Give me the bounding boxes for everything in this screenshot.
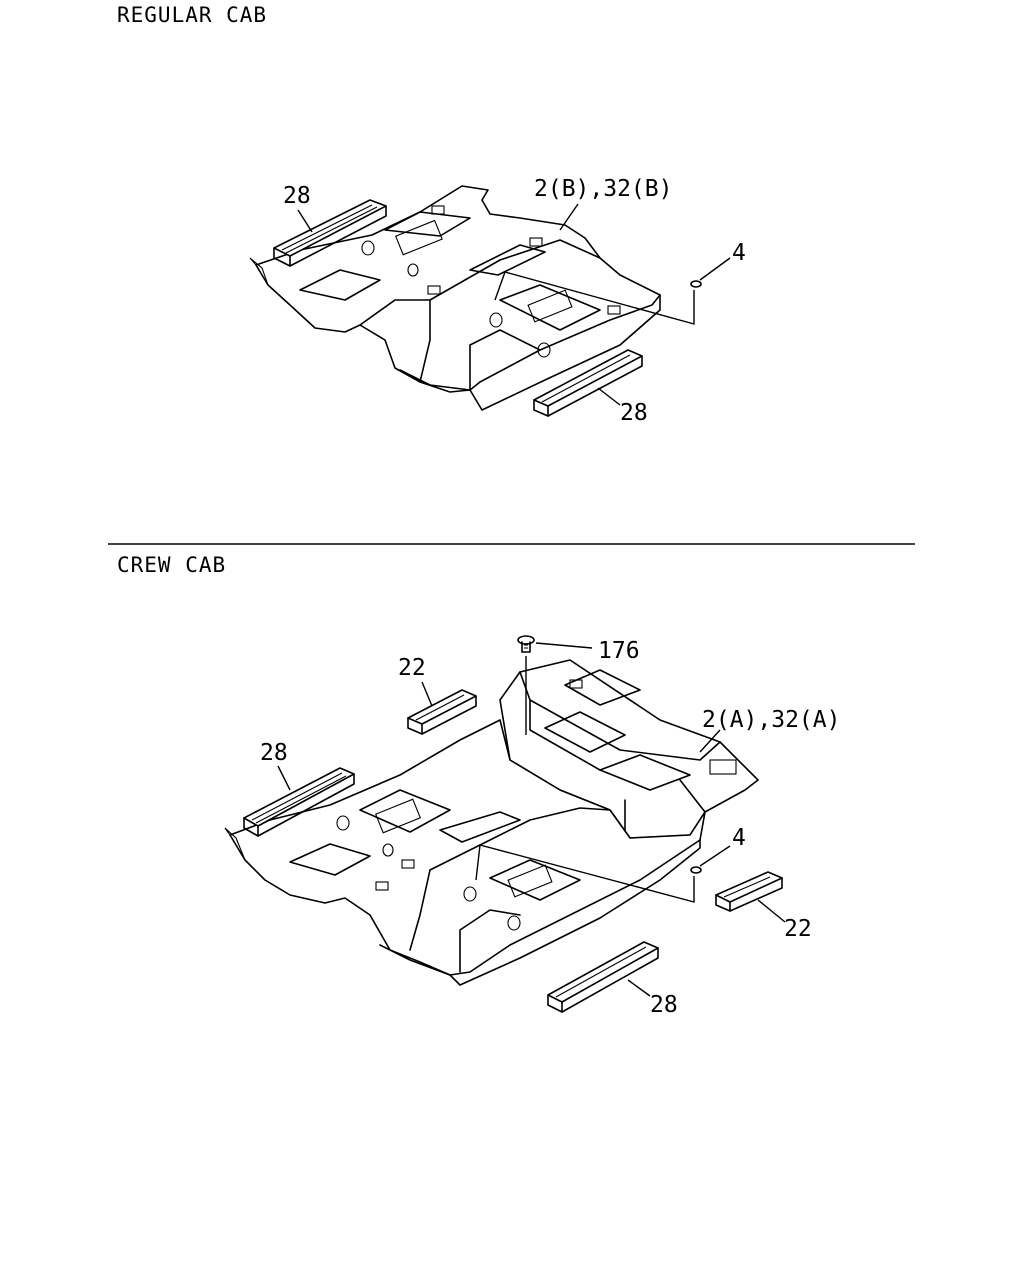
callout-regular-clip: 4 [732, 240, 746, 266]
callout-crew-clip: 4 [732, 825, 746, 851]
leader-crew-28-right [627, 979, 651, 997]
callout-regular-sill-right: 28 [620, 400, 648, 426]
regular-sill-plate-right [533, 349, 643, 417]
leader-crew-clip-to-carpet [475, 844, 695, 903]
callout-crew-fastener: 176 [598, 638, 640, 664]
section-title-regular-cab: REGULAR CAB [117, 3, 267, 27]
leader-crew-28-left [277, 765, 291, 791]
callout-regular-sill-left: 28 [283, 183, 311, 209]
leader-regular-28-right [597, 387, 621, 406]
callout-crew-sill-right: 28 [650, 992, 678, 1018]
leader-regular-28-left [297, 209, 313, 233]
crew-cab-floor-carpet [224, 659, 759, 986]
leader-regular-carpet [559, 203, 579, 231]
regular-sill-plate-left [273, 199, 387, 267]
crew-fastener-part [517, 635, 535, 653]
crew-clip-part [690, 866, 702, 874]
regular-clip-part [690, 280, 702, 288]
leader-crew-176 [535, 642, 593, 649]
callout-crew-rear-sill-left: 22 [398, 655, 426, 681]
crew-rear-sill-right [715, 871, 783, 912]
leader-crew-clip [699, 845, 731, 867]
leader-regular-clip-to-carpet [494, 271, 695, 325]
section-title-crew-cab: CREW CAB [117, 553, 226, 577]
leader-crew-22-right [757, 899, 786, 923]
leader-regular-clip [699, 257, 731, 281]
leader-crew-carpet [699, 729, 721, 753]
callout-crew-sill-left: 28 [260, 740, 288, 766]
callout-crew-carpet: 2(A),32(A) [702, 707, 840, 733]
regular-cab-floor-carpet [249, 185, 661, 411]
crew-sill-plate-right [547, 941, 659, 1013]
crew-sill-plate-left [243, 767, 355, 837]
callout-regular-carpet: 2(B),32(B) [534, 176, 672, 202]
leader-crew-22-left [421, 681, 433, 707]
callout-crew-rear-sill-right: 22 [784, 916, 812, 942]
crew-rear-sill-left [407, 689, 477, 735]
